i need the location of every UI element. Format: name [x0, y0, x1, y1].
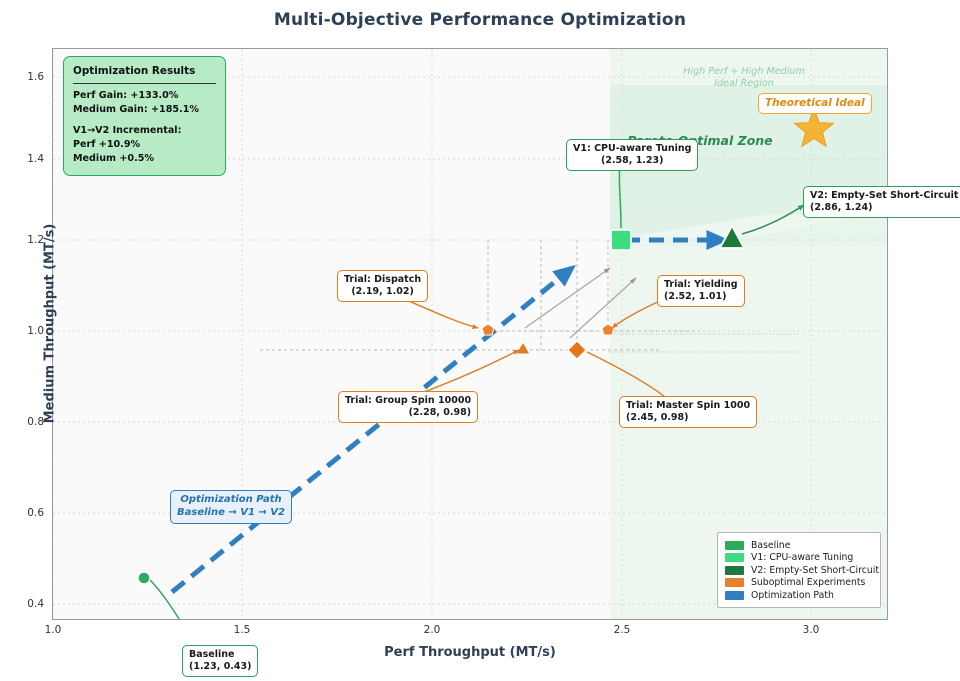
legend-label-suboptimal: Suboptimal Experiments: [751, 577, 866, 588]
stats-incremental-perf: Perf +10.9%: [73, 138, 141, 150]
ytick-0-6: 0.6: [27, 507, 44, 519]
ytick-0-4: 0.4: [27, 598, 44, 610]
legend-label-v2: V2: Empty-Set Short-Circuit: [751, 564, 879, 576]
annotation-dispatch: Trial: Dispatch (2.19, 1.02): [337, 270, 429, 303]
ytick-1-2: 1.2: [27, 234, 44, 246]
chart-title: Multi-Objective Performance Optimization: [273, 10, 687, 30]
ytick-1-6: 1.6: [27, 71, 44, 83]
legend-label-baseline: Baseline: [751, 539, 791, 551]
legend-swatch-v2: [725, 565, 744, 575]
legend-swatch-suboptimal: [725, 578, 744, 587]
stats-divider: [73, 83, 216, 85]
y-axis-label: Medium Throughput (MT/s): [42, 223, 58, 424]
annotation-baseline: Baseline (1.23, 0.43): [182, 645, 259, 678]
annotation-optimization-path: Optimization Path Baseline → V1 → V2: [170, 490, 292, 524]
stats-incremental-title: V1→V2 Incremental:: [73, 124, 182, 136]
xtick-1-5: 1.5: [233, 624, 251, 636]
ideal-region-label: High Perf + High Medium Ideal Region: [683, 66, 805, 90]
ytick-1-0: 1.0: [27, 325, 44, 337]
xtick-2-0: 2.0: [423, 624, 441, 636]
annotation-yielding: Trial: Yielding (2.52, 1.01): [657, 275, 745, 308]
xtick-3-0: 3.0: [802, 624, 820, 636]
legend: Baseline V1: CPU-aware Tuning V2: Empty-…: [717, 532, 881, 608]
annotation-theoretical-ideal: Theoretical Ideal: [758, 93, 872, 115]
stats-perf-gain: Perf Gain: +133.0%: [73, 90, 179, 102]
xtick-2-5: 2.5: [613, 624, 631, 636]
legend-item-optimization-path[interactable]: Optimization Path: [725, 590, 873, 601]
annotation-master-spin: Trial: Master Spin 1000 (2.45, 0.98): [619, 396, 758, 429]
stats-title: Optimization Results: [73, 65, 196, 77]
legend-item-v2[interactable]: V2: Empty-Set Short-Circuit: [725, 565, 879, 576]
annotation-group-spin: Trial: Group Spin 10000 (2.28, 0.98): [338, 391, 479, 424]
legend-swatch-baseline: [725, 540, 744, 550]
legend-label-v1: V1: CPU-aware Tuning: [751, 552, 854, 563]
legend-label-optimization-path: Optimization Path: [751, 589, 834, 601]
legend-item-baseline[interactable]: Baseline: [725, 540, 873, 551]
x-axis-label: Perf Throughput (MT/s): [384, 645, 556, 660]
legend-swatch-v1: [725, 553, 744, 562]
stats-medium-gain: Medium Gain: +185.1%: [73, 103, 200, 115]
stats-incremental-medium: Medium +0.5%: [73, 152, 155, 164]
legend-item-suboptimal[interactable]: Suboptimal Experiments: [725, 577, 873, 588]
ytick-0-8: 0.8: [27, 416, 44, 428]
legend-item-v1[interactable]: V1: CPU-aware Tuning: [725, 552, 873, 563]
ytick-1-4: 1.4: [27, 153, 44, 165]
annotation-v1: V1: CPU-aware Tuning (2.58, 1.23): [566, 139, 699, 172]
xtick-1-0: 1.0: [44, 624, 62, 636]
optimization-results-box: Optimization Results Perf Gain: +133.0% …: [63, 56, 226, 176]
annotation-v2: V2: Empty-Set Short-Circuit (2.86, 1.24): [803, 186, 960, 219]
legend-swatch-optimization-path: [725, 590, 744, 600]
